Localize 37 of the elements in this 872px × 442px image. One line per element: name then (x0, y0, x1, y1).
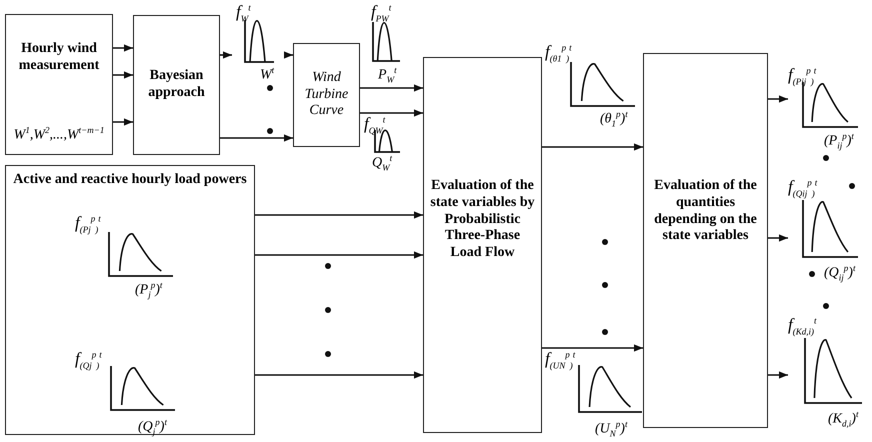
process-box (5, 14, 113, 155)
process-box (293, 43, 360, 147)
process-box (643, 53, 768, 428)
axis-label: (Q$_{j}$$^{p}$)$^{t}$ (138, 418, 167, 436)
box-title: Wind Turbine Curve (304, 70, 350, 120)
arrow (255, 251, 423, 259)
box-title: Evaluation of the quantities depending on the state variables (653, 178, 758, 246)
process-box (5, 165, 255, 435)
arrow (113, 118, 133, 126)
arrow (360, 109, 423, 117)
axis-label: (U$_{N}$$^{p}$)$^{t}$ (595, 420, 628, 438)
axis-label: (P$_{ij}$$^{p}$)$^{t}$ (824, 132, 854, 150)
arrow (113, 44, 133, 52)
arrow (768, 234, 788, 242)
arrow (542, 143, 643, 151)
box-title: Hourly wind measurement (18, 41, 100, 75)
arrow (284, 51, 293, 59)
arrow (360, 84, 423, 92)
process-box (423, 57, 542, 433)
arrow (542, 344, 643, 352)
box-title: Evaluation of the state variables by Probabilistic Three-Phase Load Flow (429, 178, 536, 262)
process-box (133, 15, 220, 155)
axis-label: (K$_{d,i}$)$^{t}$ (828, 410, 858, 428)
box-title: Bayesian approach (147, 68, 206, 102)
axis-label: (P$_{j}$$^{p}$)$^{t}$ (135, 281, 162, 300)
formula-text: W$^{1}$,W$^{2}$,...,W$^{t−m−1}$ (14, 125, 104, 144)
arrow (768, 95, 788, 103)
axis-label: W$^{t}$ (260, 66, 274, 83)
arrow (768, 371, 788, 379)
arrow (255, 211, 423, 219)
arrow (113, 71, 133, 79)
arrow (255, 371, 423, 379)
arrow (220, 134, 293, 142)
arrow (220, 51, 232, 59)
box-title: Active and reactive hourly load powers (13, 172, 247, 189)
axis-label: (Q$_{ij}$$^{p}$)$^{t}$ (824, 264, 856, 282)
axis-label: (θ$_{1}$$^{p}$)$^{t}$ (600, 110, 628, 128)
